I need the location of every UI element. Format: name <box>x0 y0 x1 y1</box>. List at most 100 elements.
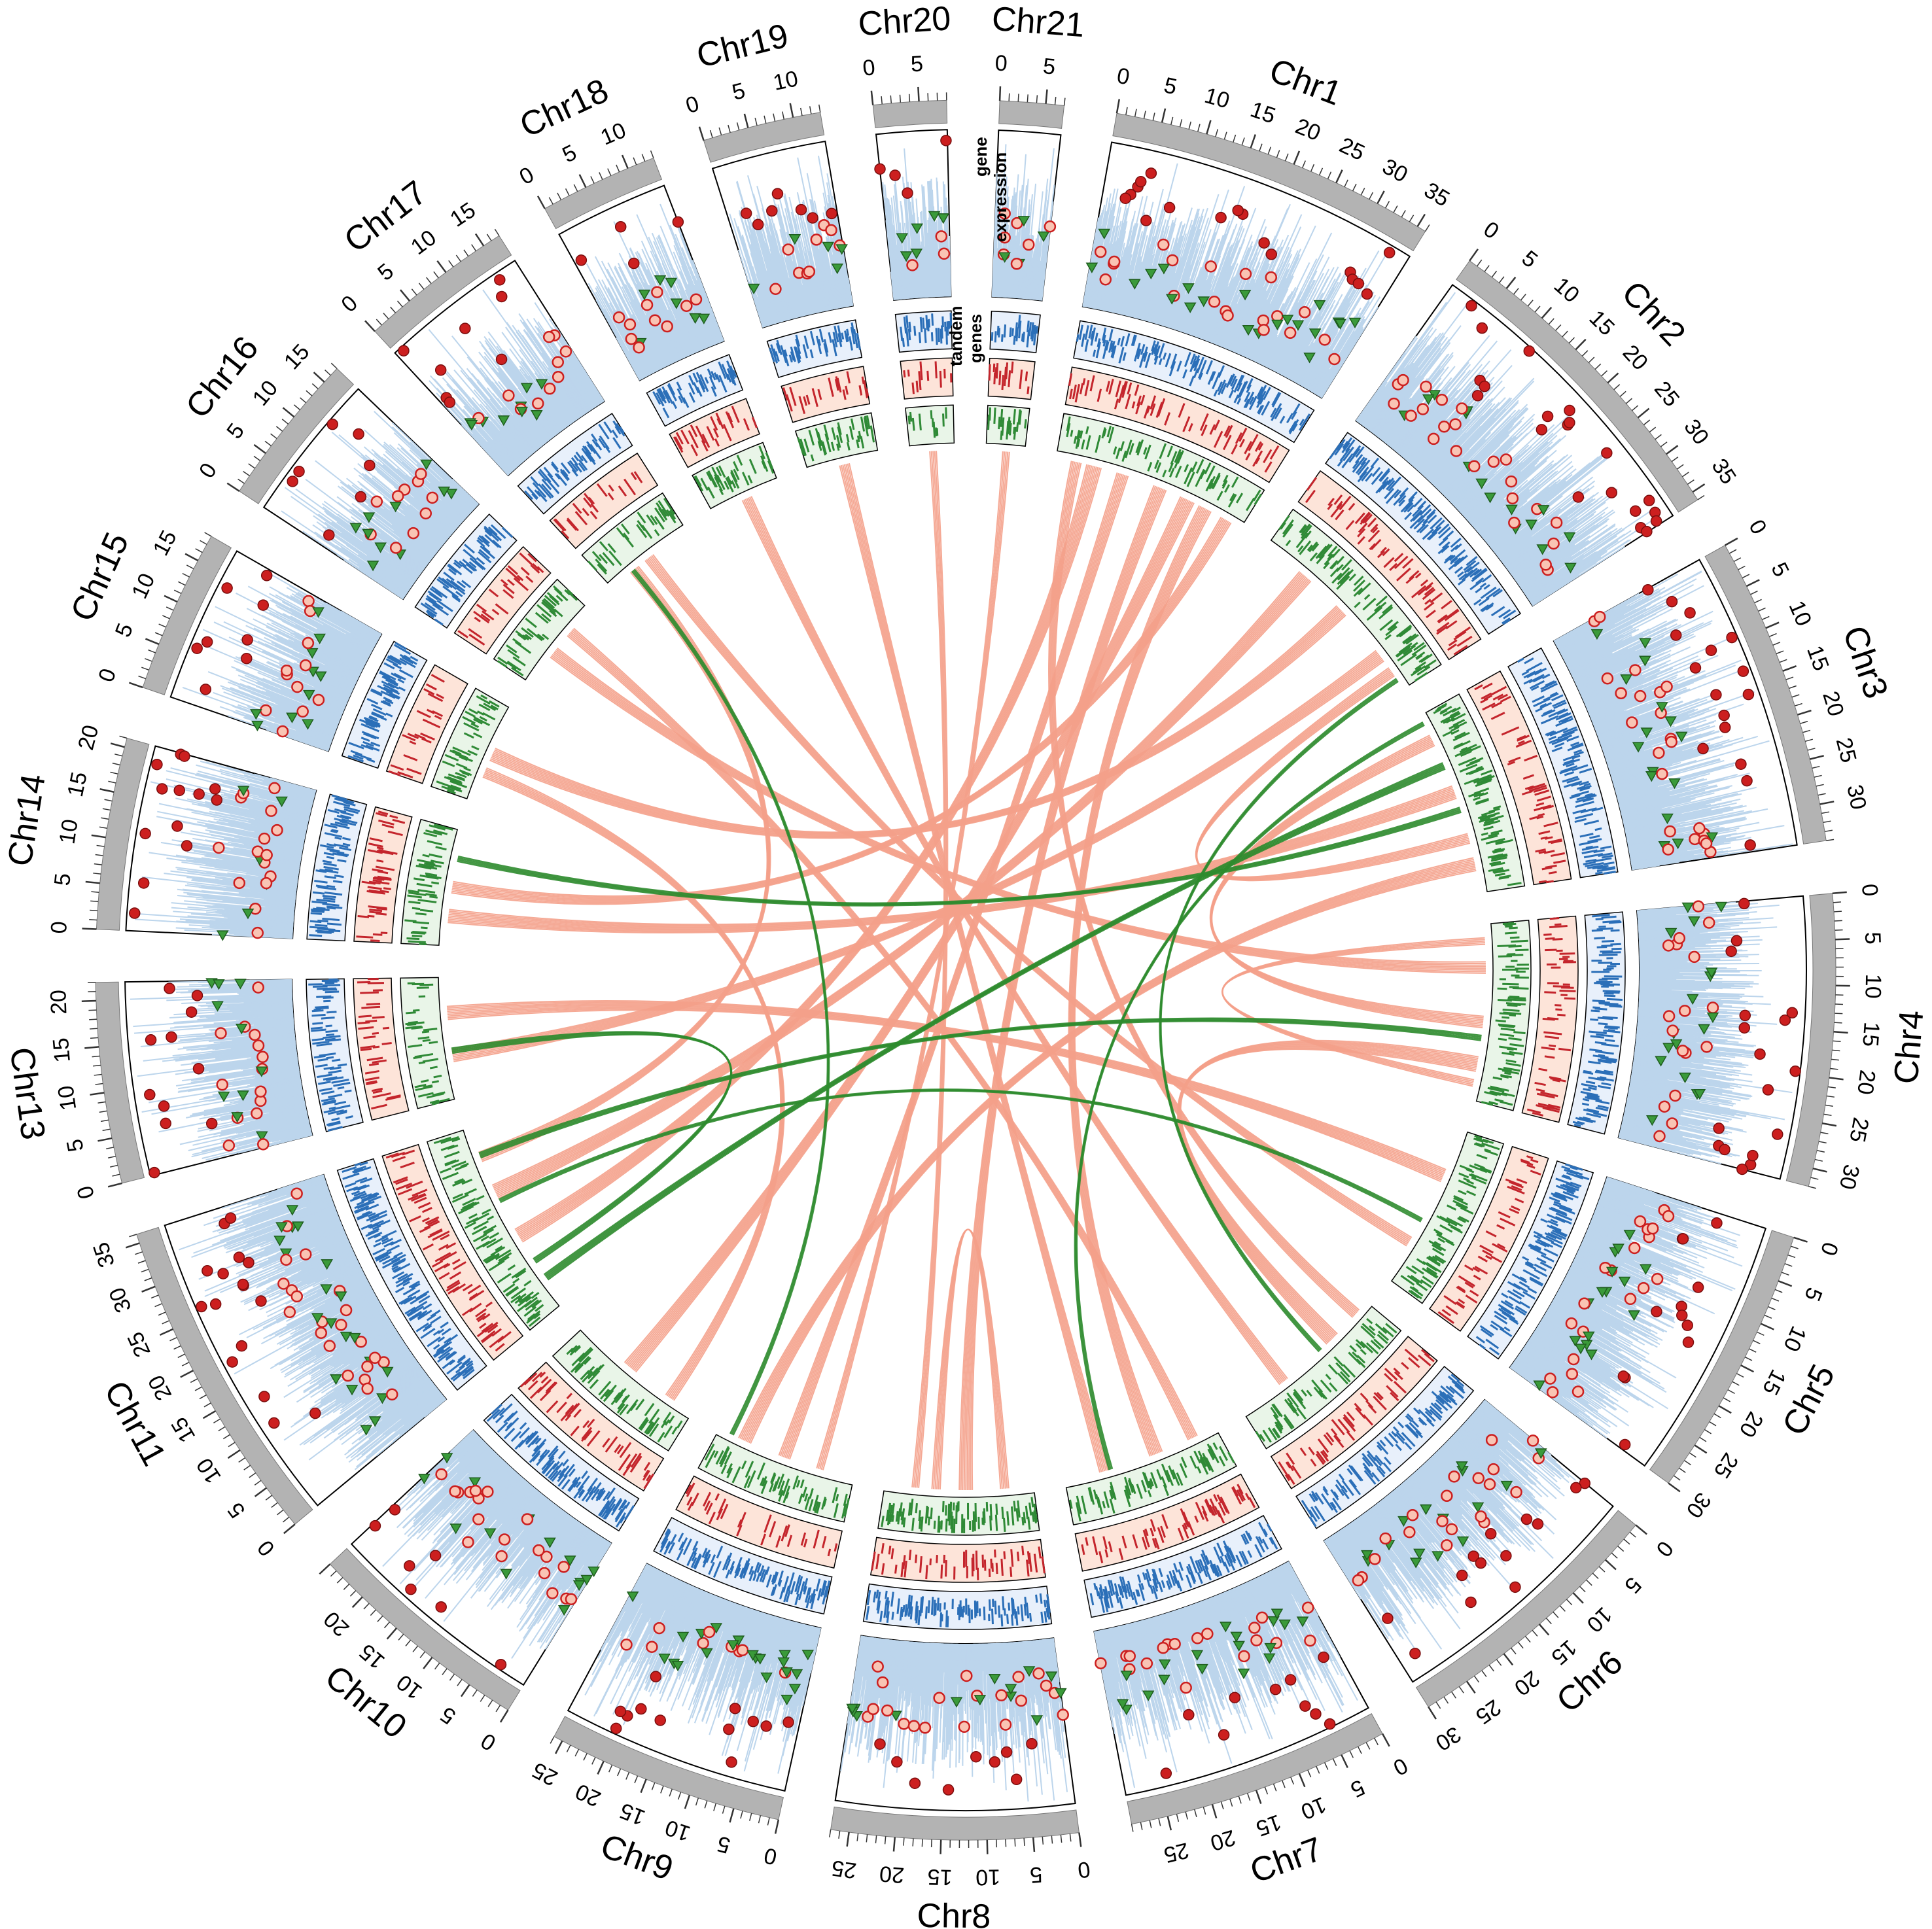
synteny-link-salmon <box>572 629 1197 1437</box>
green-track-bar <box>1498 1037 1507 1041</box>
tandem-track-bar <box>1110 345 1115 358</box>
green-track-bar <box>1208 482 1214 490</box>
expression-marker-circle <box>1666 1024 1679 1037</box>
expression-marker-outlier <box>1479 380 1490 392</box>
expression-marker-outlier <box>1741 774 1753 787</box>
tandem-track-bar <box>1256 391 1267 408</box>
red-track-bar <box>1559 989 1576 992</box>
green-track-bar <box>1212 474 1221 489</box>
expression-marker-circle <box>1653 746 1665 759</box>
tandem-track-bar <box>1102 339 1106 347</box>
expression-marker-circle <box>1506 492 1519 505</box>
expression-marker-outlier <box>1484 1528 1497 1540</box>
tandem-track-bar <box>1097 338 1101 347</box>
red-track-bar <box>1555 1008 1562 1011</box>
expression-marker-circle <box>1239 268 1252 281</box>
tandem-track-bar <box>1243 398 1250 409</box>
synteny-link-salmon <box>447 1003 1445 1175</box>
expression-marker-triangle <box>1303 353 1316 364</box>
synteny-link-salmon <box>553 651 1486 967</box>
red-track-bar <box>1538 880 1547 884</box>
green-track-bar <box>1136 439 1144 456</box>
expression-marker-triangle <box>1242 324 1255 336</box>
expression-marker-outlier <box>1711 1217 1723 1229</box>
expression-marker-outlier <box>1643 495 1655 506</box>
expression-marker-triangle <box>1281 315 1294 326</box>
expression-marker-outlier <box>1570 1482 1582 1494</box>
tandem-track-bar <box>1189 355 1198 373</box>
expression-marker-outlier <box>1666 595 1678 608</box>
tandem-track-bar <box>1088 324 1093 339</box>
green-track-bar <box>1159 443 1167 459</box>
red-track-bar <box>1115 380 1122 398</box>
synteny-link-salmon <box>449 785 1452 926</box>
synteny-link-salmon <box>568 634 1191 1440</box>
synteny-link-salmon <box>745 865 1476 1442</box>
synteny-link-salmon <box>482 776 782 1396</box>
expression-marker-circle <box>1456 402 1468 415</box>
tandem-track-bar <box>1210 371 1216 381</box>
tandem-track-bar <box>1095 332 1098 342</box>
tandem-track-bar <box>1092 349 1097 357</box>
expression-marker-circle <box>1449 418 1462 430</box>
tandem-track-bar <box>1237 398 1242 405</box>
synteny-link-green <box>633 568 830 1436</box>
expression-marker-outlier <box>1382 1612 1394 1624</box>
green-track-bar <box>1231 476 1239 488</box>
red-track-bar <box>1146 406 1151 414</box>
tandem-track-bar <box>1238 375 1245 386</box>
tandem-track-bar <box>1590 1018 1599 1021</box>
red-track-bar <box>1549 925 1568 929</box>
red-track-bar <box>1254 441 1262 452</box>
green-track-bar <box>1498 955 1513 958</box>
synteny-link-salmon <box>491 611 1343 837</box>
expression-marker-outlier <box>1670 629 1682 641</box>
green-track-bar <box>1129 443 1134 455</box>
expression-marker-circle <box>1485 1434 1498 1446</box>
expression-marker-outlier <box>1564 417 1575 428</box>
expression-marker-circle <box>1666 1117 1679 1130</box>
synteny-link-salmon <box>741 500 1280 1385</box>
tandem-track-bar <box>1165 353 1172 368</box>
expression-marker-outlier <box>1163 201 1176 214</box>
expression-marker-triangle <box>1271 319 1284 330</box>
red-track-bar <box>1245 453 1251 461</box>
green-track-bar <box>1155 462 1162 473</box>
expression-marker-circle <box>1369 1553 1381 1565</box>
tandem-track-bar <box>1105 341 1110 351</box>
tandem-track-bar <box>1233 374 1244 393</box>
green-track-bar <box>1162 470 1167 478</box>
expression-marker-circle <box>1500 453 1513 466</box>
tandem-track-bar <box>1257 405 1263 414</box>
red-track-bar <box>1143 405 1150 419</box>
synteny-link-salmon <box>965 487 1161 1491</box>
synteny-link-green <box>500 1090 1422 1223</box>
tandem-track-bar <box>1108 340 1114 353</box>
tandem-track-bar <box>1134 343 1141 362</box>
red-track-bar <box>1157 398 1166 417</box>
synteny-link-salmon <box>779 472 1119 1457</box>
tandem-track-bar <box>1288 419 1299 434</box>
tandem-track-bar <box>1138 353 1146 368</box>
red-track-bar <box>1150 395 1157 410</box>
tandem-track-bar <box>1152 343 1157 353</box>
green-track-bar <box>1205 465 1216 483</box>
expression-marker-outlier <box>1736 1163 1748 1175</box>
synteny-link-salmon <box>447 1002 1445 1173</box>
green-track-bar <box>1174 449 1182 463</box>
expression-marker-outlier <box>1744 839 1756 851</box>
synteny-link-salmon <box>451 519 1227 901</box>
synteny-link-salmon <box>625 496 1183 1364</box>
expression-marker-triangle <box>1334 319 1346 330</box>
green-track-bar <box>1254 493 1262 506</box>
green-track-bar <box>1073 436 1078 444</box>
expression-marker-outlier <box>1465 1596 1477 1608</box>
synteny-link-salmon <box>447 1001 1446 1172</box>
expression-marker-circle <box>1651 1273 1664 1285</box>
synteny-link-salmon <box>820 451 1009 1470</box>
tandem-track-bar <box>1118 347 1125 364</box>
green-track-bar <box>1154 459 1159 470</box>
synteny-link-salmon <box>1196 675 1468 878</box>
tandem-track-bar <box>1136 349 1142 360</box>
tandem-track-bar <box>1095 341 1101 358</box>
